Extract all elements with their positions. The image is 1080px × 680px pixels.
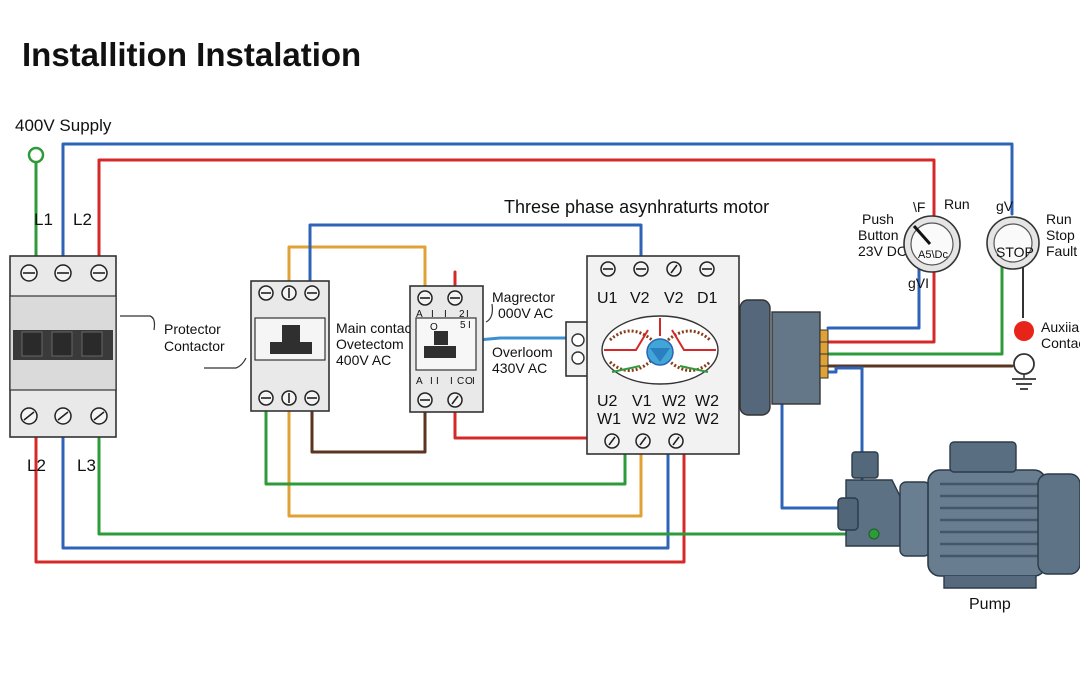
pump-motor-body <box>927 469 1047 577</box>
svg-text:U1: U1 <box>597 290 618 307</box>
main-contactor-label-3: 400V AC <box>336 352 391 368</box>
pump-label: Pump <box>969 596 1011 613</box>
svg-text:I: I <box>450 376 453 387</box>
wire-bottom-red <box>34 436 686 564</box>
wire-top-blue <box>61 142 1014 260</box>
fault-lamp <box>1014 321 1034 341</box>
wires <box>34 142 1024 564</box>
wire-main-blue-top <box>308 223 643 290</box>
magnetic-label-1: Magrector <box>492 289 555 305</box>
svg-text:I: I <box>444 309 447 320</box>
svg-text:I: I <box>466 309 469 320</box>
auxiliary-label-1: Auxiial <box>1041 319 1080 335</box>
auxiliary-label-2: Contac <box>1041 335 1080 351</box>
supply-terminal-circle <box>27 146 45 164</box>
breaker-handle-2[interactable] <box>51 331 73 357</box>
breaker-top-label-1: L1 <box>34 210 53 229</box>
wire-top-red <box>97 158 936 344</box>
push-button-label-3: 23V DC <box>858 243 907 259</box>
svg-text:I: I <box>430 376 433 387</box>
overload-label-2: 430V AC <box>492 360 547 376</box>
svg-text:gVI: gVI <box>908 275 929 291</box>
motor-terminal-block: Threse phase asynhraturts motor U1 V2 V2… <box>504 197 769 455</box>
main-contactor-switch[interactable] <box>270 342 312 354</box>
svg-text:Run: Run <box>1046 211 1072 227</box>
breaker-handle-3[interactable] <box>81 331 103 357</box>
svg-text:2: 2 <box>459 309 465 320</box>
svg-text:C: C <box>457 376 464 387</box>
wire-pump-blue <box>780 366 864 510</box>
svg-text:V2: V2 <box>664 290 684 307</box>
svg-text:I: I <box>436 376 439 387</box>
push-button-label-2: Button <box>858 227 898 243</box>
diagram-title: Installition Instalation <box>22 36 361 73</box>
push-button-unit: \F Run Push Button 23V DC A5\Dc gVI <box>858 196 970 291</box>
main-contactor: Main contact Ovetectom 400V AC <box>250 280 415 412</box>
svg-text:W2: W2 <box>662 411 686 428</box>
wire-green-mid <box>264 396 627 486</box>
svg-text:gV: gV <box>996 198 1014 214</box>
wire-bottom-blue <box>61 436 670 550</box>
supply-label: 400V Supply <box>15 116 112 135</box>
wire-stop-green <box>826 260 1004 356</box>
svg-text:W2: W2 <box>695 393 719 410</box>
main-contactor-label-2: Ovetectom <box>336 336 404 352</box>
svg-text:W2: W2 <box>695 411 719 428</box>
svg-text:A: A <box>416 376 423 387</box>
breaker-bottom-label-1: L2 <box>27 456 46 475</box>
svg-text:Fault: Fault <box>1046 243 1077 259</box>
svg-text:Run: Run <box>944 196 970 212</box>
stop-button-label: STOP <box>996 244 1034 260</box>
auxiliary-contact: Auxiial Contac <box>1012 319 1080 390</box>
svg-text:\F: \F <box>913 199 925 215</box>
magnetic-contactor-switch[interactable] <box>424 346 456 358</box>
svg-text:I: I <box>468 320 471 331</box>
svg-text:D1: D1 <box>697 290 718 307</box>
supply-terminal: 400V Supply <box>15 116 112 164</box>
svg-text:W2: W2 <box>632 411 656 428</box>
protector-label-1: Protector <box>164 321 221 337</box>
pump-motor: Pump <box>837 441 1080 613</box>
svg-text:V1: V1 <box>632 393 652 410</box>
svg-text:W1: W1 <box>597 411 621 428</box>
wire-bottom-green <box>97 436 876 536</box>
auxiliary-terminal <box>1013 353 1035 375</box>
svg-text:Stop: Stop <box>1046 227 1075 243</box>
main-contactor-label-1: Main contact <box>336 320 415 336</box>
magnetic-label-2: 000V AC <box>498 305 553 321</box>
wire-main-orange-bot <box>287 396 643 518</box>
svg-text:O: O <box>465 376 473 387</box>
wire-main-orange-top <box>287 245 427 294</box>
svg-text:U2: U2 <box>597 393 618 410</box>
breaker-bottom-label-2: L3 <box>77 456 96 475</box>
svg-text:W2: W2 <box>662 393 686 410</box>
breaker-handle-1[interactable] <box>21 331 43 357</box>
svg-text:A: A <box>416 309 423 320</box>
overload-label-1: Overloom <box>492 344 553 360</box>
motor-connector <box>739 299 829 416</box>
svg-text:I: I <box>431 309 434 320</box>
svg-text:5: 5 <box>460 320 466 331</box>
protector-callout: Protector Contactor <box>120 315 247 369</box>
svg-text:I: I <box>472 376 475 387</box>
circuit-breaker: L1 L2 L2 L3 <box>9 210 117 475</box>
svg-text:O: O <box>430 322 438 333</box>
svg-text:V2: V2 <box>630 290 650 307</box>
stop-button-unit: gV STOP Run Stop Fault <box>986 198 1077 270</box>
motor-title: Threse phase asynhraturts motor <box>504 197 769 217</box>
magnetic-contactor: A I I 2 I 5 I A I I I C O I O Magrector … <box>409 285 555 413</box>
wire-push-blue <box>826 266 921 330</box>
breaker-top-label-2: L2 <box>73 210 92 229</box>
wire-main-brown-bot <box>310 396 427 454</box>
protector-label-2: Contactor <box>164 338 225 354</box>
svg-text:A5\Dc: A5\Dc <box>918 249 948 261</box>
push-button-label-1: Push <box>862 211 894 227</box>
